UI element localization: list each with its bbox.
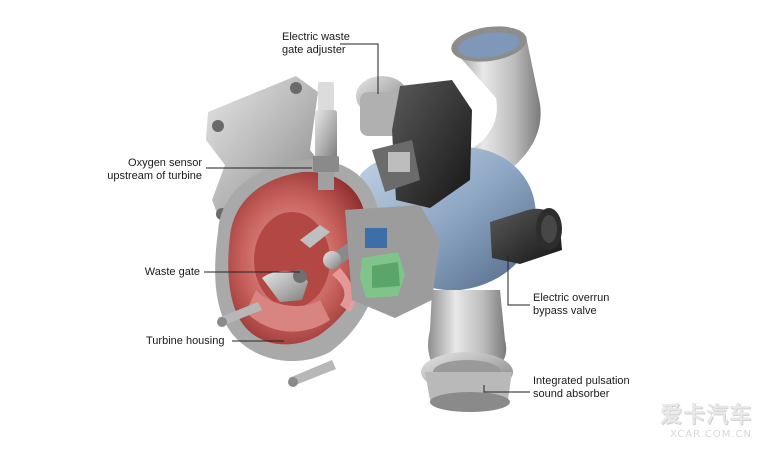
leader-wastegate-adjuster bbox=[340, 43, 379, 94]
oxygen-sensor bbox=[313, 82, 339, 190]
label-pulsation-absorber: Integrated pulsation sound absorber bbox=[533, 375, 630, 400]
watermark-logo: 爱卡汽车 bbox=[659, 403, 752, 428]
leader-overrun-valve bbox=[507, 256, 530, 306]
label-overrun-valve: Electric overrun bypass valve bbox=[533, 292, 610, 317]
compressor-outlet-pipe bbox=[451, 26, 541, 180]
wastegate-adjuster bbox=[356, 76, 472, 208]
mounting-studs bbox=[217, 302, 336, 387]
watermark: 爱卡汽车 XCAR.COM.CN bbox=[660, 397, 752, 440]
label-oxygen-sensor: Oxygen sensor upstream of turbine bbox=[107, 157, 202, 182]
leader-pulsation-absorber bbox=[483, 385, 530, 393]
watermark-url: XCAR.COM.CN bbox=[670, 429, 752, 440]
overrun-bypass-valve bbox=[490, 208, 562, 264]
label-turbine-housing: Turbine housing bbox=[146, 335, 225, 347]
center-housing bbox=[345, 205, 440, 318]
leader-lines bbox=[204, 43, 530, 393]
label-waste-gate: Waste gate bbox=[144, 266, 200, 278]
pulsation-sound-absorber bbox=[421, 290, 513, 412]
label-wastegate-adjuster: Electric waste gate adjuster bbox=[282, 31, 350, 56]
